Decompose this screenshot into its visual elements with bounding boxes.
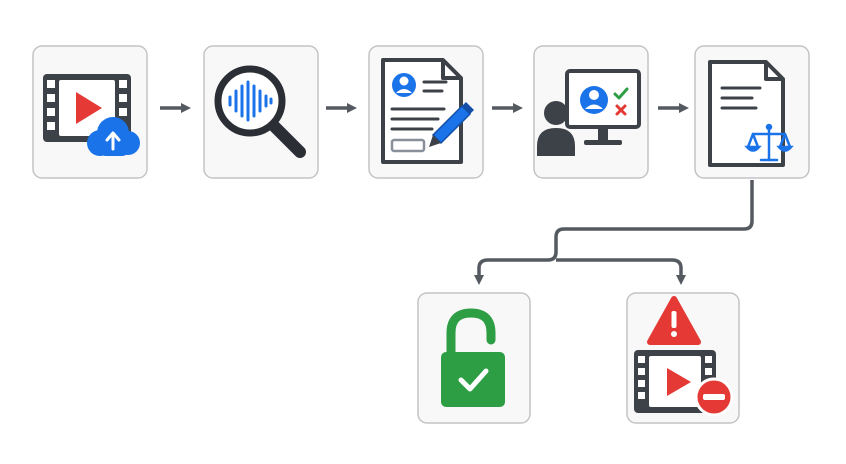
node-analysis[interactable] [203,45,319,179]
branch-connector-to-approved [474,180,754,285]
video-blocked-icon [634,296,734,417]
human-review-icon [537,69,641,156]
node-profile-form[interactable] [368,45,484,179]
no-entry-icon [694,377,734,417]
warning-icon [647,296,701,345]
node-blocked[interactable] [626,292,740,424]
unlocked-approved-icon [441,308,505,407]
node-review[interactable] [533,45,649,179]
pen-icon [429,102,474,147]
connectors [160,103,754,285]
branch-connector-to-blocked [556,258,686,285]
node-policy[interactable] [694,45,810,179]
profile-form-edit-icon [381,58,474,164]
node-upload[interactable] [32,45,148,179]
legal-document-icon [708,60,794,167]
audio-search-icon [214,65,306,158]
video-upload-icon [43,74,140,156]
scales-of-justice-icon [744,123,794,162]
node-approved[interactable] [417,292,531,424]
